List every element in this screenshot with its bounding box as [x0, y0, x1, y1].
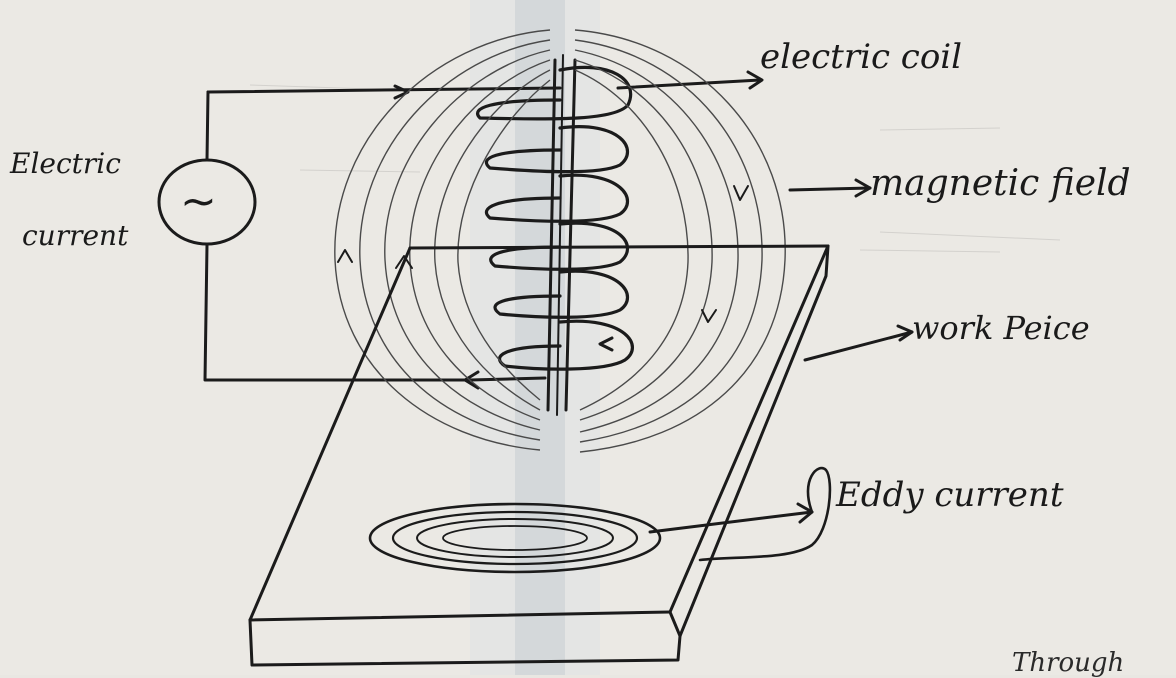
eddy-current-label: Eddy current [836, 478, 1064, 512]
bottom-wire [205, 245, 470, 380]
circuit-wires [205, 86, 560, 388]
top-wire-arrow [395, 86, 408, 98]
electric-coil-label: electric coil [760, 40, 962, 74]
top-wire [208, 88, 560, 92]
magnetic-field-lines-right [575, 30, 870, 452]
eddy-current-loops [370, 468, 830, 572]
work-piece-thickness [250, 620, 680, 665]
ac-source-symbol: ~ [180, 176, 217, 227]
work-piece-left-edge [250, 248, 410, 620]
work-piece-front-edge [250, 612, 670, 620]
magnetic-field-label: magnetic field [870, 166, 1131, 202]
coil-pointer-line [618, 80, 760, 88]
work-piece-back-edge [410, 246, 828, 248]
work-piece [250, 246, 912, 665]
coil-core [548, 55, 575, 415]
bottom-text: Through [1012, 650, 1124, 676]
electric-current-label-line1: Electric [10, 150, 121, 178]
work-piece-pointer-line [805, 332, 912, 360]
field-pointer-line [790, 188, 870, 190]
work-piece-label: work Peice [912, 312, 1090, 344]
magnetic-field-lines-left [335, 30, 550, 450]
coil-windings [478, 67, 762, 369]
eddy-pointer-line [650, 512, 812, 532]
electric-current-label-line2: current [22, 222, 128, 250]
